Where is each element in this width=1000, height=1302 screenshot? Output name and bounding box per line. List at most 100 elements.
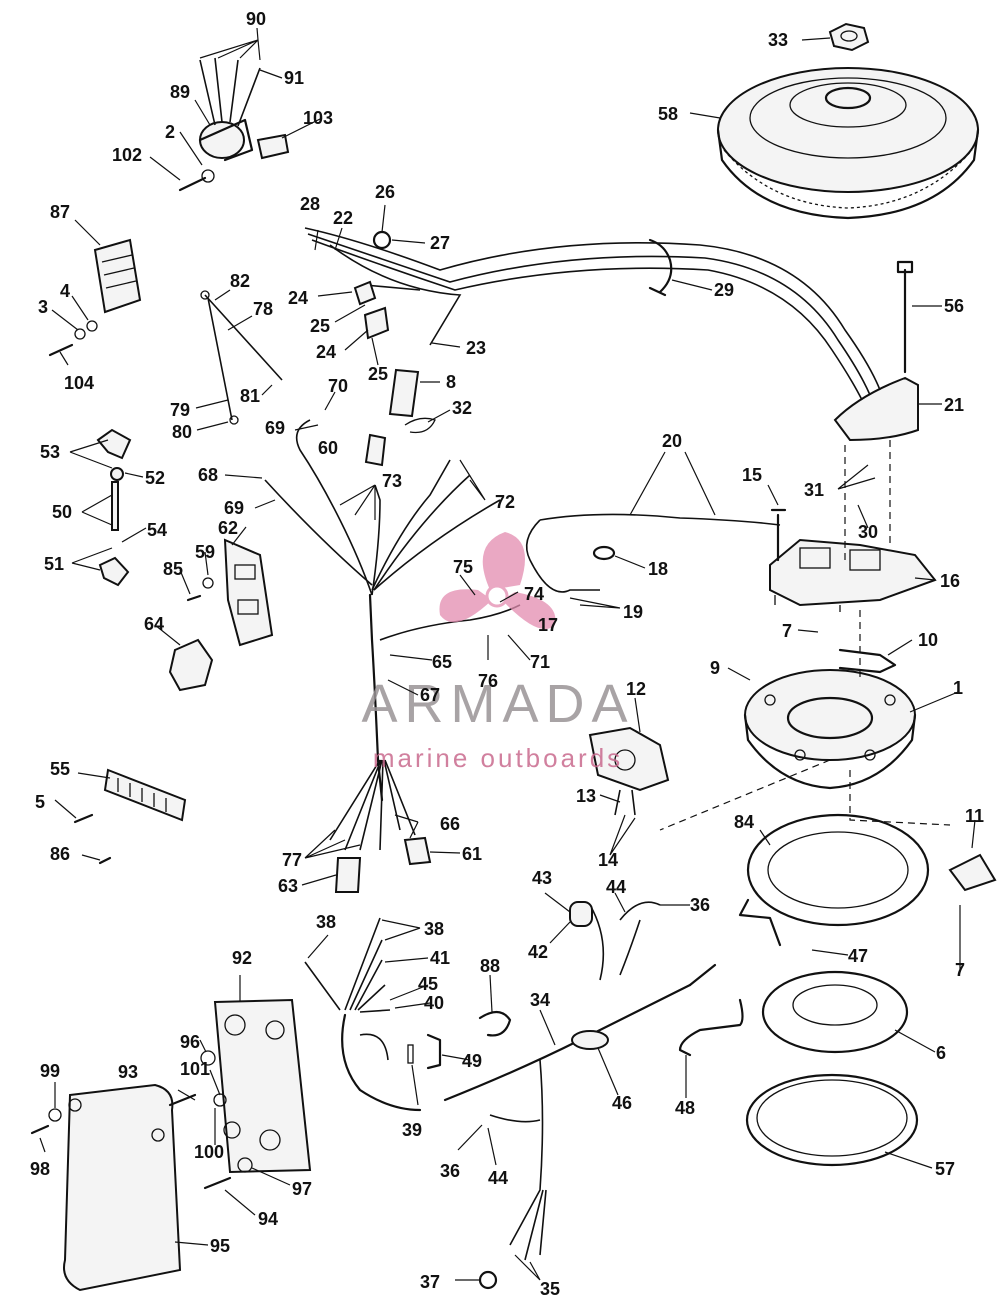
lockwasher-97	[237, 1157, 253, 1173]
wire-group-38	[304, 917, 422, 1112]
callout-18: 18	[648, 559, 668, 579]
callout-38a: 38	[316, 912, 336, 932]
callout-69b: 69	[224, 498, 244, 518]
callout-81: 81	[240, 386, 260, 406]
ring-6	[761, 970, 909, 1054]
screw-104	[48, 343, 74, 357]
callout-76: 76	[478, 671, 498, 691]
callout-25a: 25	[310, 316, 330, 336]
callout-89: 89	[170, 82, 190, 102]
callout-80: 80	[172, 422, 192, 442]
callout-25b: 25	[368, 364, 388, 384]
boot-53	[96, 428, 132, 460]
callout-56: 56	[944, 296, 964, 316]
stator-harness	[304, 227, 881, 593]
callout-87: 87	[50, 202, 70, 222]
callout-98: 98	[30, 1159, 50, 1179]
clamp-18	[592, 545, 616, 561]
callout-69a: 69	[265, 418, 285, 438]
callout-44b: 44	[488, 1168, 508, 1188]
wire-44	[619, 901, 661, 921]
leader-lines	[39, 27, 976, 1281]
callout-52: 52	[145, 468, 165, 488]
watermark-tagline: marine outboards	[373, 743, 623, 773]
callout-11: 11	[965, 806, 984, 826]
retainer-plate-84	[738, 813, 930, 947]
callout-34: 34	[530, 990, 550, 1010]
terminal-cover-base-92	[213, 998, 312, 1174]
callout-104: 104	[64, 373, 94, 393]
callout-51: 51	[44, 554, 64, 574]
screw-93	[168, 1093, 197, 1107]
callout-102: 102	[112, 145, 142, 165]
callout-38b: 38	[424, 919, 444, 939]
callout-8: 8	[446, 372, 456, 392]
callout-77: 77	[282, 850, 302, 870]
lockwasher-96	[200, 1050, 216, 1066]
callout-29: 29	[714, 280, 734, 300]
callout-94: 94	[258, 1209, 278, 1229]
callout-7b: 7	[955, 960, 965, 980]
ring-terminal-37	[478, 1270, 498, 1290]
callout-27: 27	[430, 233, 450, 253]
screw-94	[203, 1176, 232, 1190]
callout-62: 62	[218, 518, 238, 538]
callout-3: 3	[38, 297, 48, 317]
watermark: ARMADA marine outboards	[361, 532, 628, 773]
callout-39: 39	[402, 1120, 422, 1140]
washer-99	[48, 1108, 62, 1122]
boot-25	[363, 306, 390, 340]
grommet-46	[571, 1030, 609, 1050]
callout-59: 59	[195, 542, 215, 562]
callout-95: 95	[210, 1236, 230, 1256]
callout-93: 93	[118, 1062, 138, 1082]
callout-49: 49	[462, 1051, 482, 1071]
callout-75: 75	[453, 557, 473, 577]
callout-42: 42	[528, 942, 548, 962]
callout-35: 35	[540, 1279, 560, 1299]
callout-70: 70	[328, 376, 348, 396]
callout-4: 4	[60, 281, 70, 301]
boot-51	[98, 556, 130, 587]
timer-base	[769, 538, 937, 612]
callout-47: 47	[848, 946, 868, 966]
callout-26: 26	[375, 182, 395, 202]
callout-22: 22	[333, 208, 353, 228]
screw-56	[896, 260, 914, 374]
callout-9: 9	[710, 658, 720, 678]
callout-40: 40	[424, 993, 444, 1013]
terminal-cover-95	[63, 1083, 182, 1292]
flywheel	[716, 67, 980, 220]
callout-48: 48	[675, 1098, 695, 1118]
screw-5	[73, 813, 94, 824]
bracket-10	[838, 648, 897, 674]
callout-2: 2	[165, 122, 175, 142]
callout-71: 71	[530, 652, 550, 672]
screw-86	[98, 856, 112, 865]
ring-terminal-26	[372, 230, 392, 250]
callout-43: 43	[532, 868, 552, 888]
callout-86: 86	[50, 844, 70, 864]
terminal-block-62	[223, 538, 274, 647]
flywheel-nut	[828, 22, 870, 52]
callout-41: 41	[430, 948, 450, 968]
screw-98	[30, 1124, 50, 1135]
callout-99: 99	[40, 1061, 60, 1081]
callout-57: 57	[935, 1159, 955, 1179]
clip-49	[426, 1033, 442, 1070]
callout-44a: 44	[606, 877, 626, 897]
connector-8	[388, 368, 420, 418]
wire-78	[200, 290, 283, 425]
callout-101: 101	[180, 1059, 210, 1079]
callout-61: 61	[462, 844, 482, 864]
terminal-63	[334, 857, 362, 893]
nut-52	[110, 467, 124, 481]
bracket-48	[678, 998, 744, 1057]
callout-16: 16	[940, 571, 960, 591]
callout-72: 72	[495, 492, 515, 512]
callout-97: 97	[292, 1179, 312, 1199]
ignition-coil	[588, 726, 670, 816]
callout-19: 19	[623, 602, 643, 622]
callout-85: 85	[163, 559, 183, 579]
clip-11	[948, 853, 997, 892]
